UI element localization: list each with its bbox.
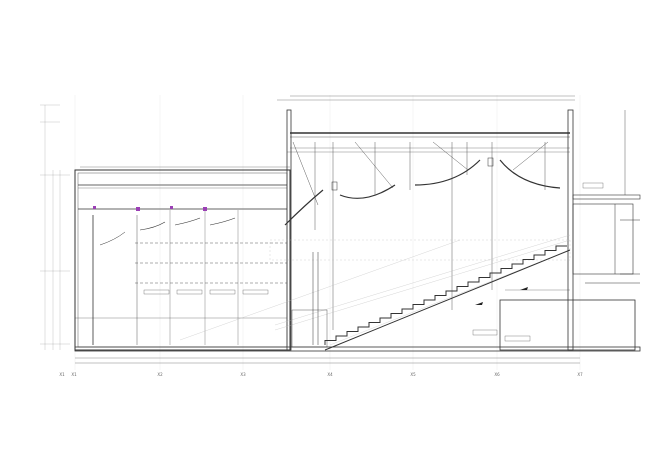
grid-axis-labels: X1 X1 X2 X3 X4 X5 X6 X7 (59, 372, 583, 377)
under-room (472, 289, 636, 351)
seat-arrows (475, 287, 528, 305)
auditorium (179, 99, 575, 351)
grid-axis-label: X4 (327, 372, 333, 377)
stage-box (74, 169, 291, 351)
grid-axis-label: X6 (494, 372, 500, 377)
grid-axis-label: X2 (157, 372, 163, 377)
grid-axis-label: X7 (577, 372, 583, 377)
dimension-lines (75, 95, 580, 364)
level-markers (40, 104, 70, 350)
side-rooms (572, 110, 641, 284)
floor-slab (74, 346, 641, 352)
grid-axis-label: X1 (71, 372, 77, 377)
grid-axis-label: X5 (410, 372, 416, 377)
accent-markers (93, 206, 207, 211)
tiered-seating (324, 245, 571, 351)
grid-axis-label: X3 (240, 372, 246, 377)
grid-axis-label: X1 (59, 372, 65, 377)
